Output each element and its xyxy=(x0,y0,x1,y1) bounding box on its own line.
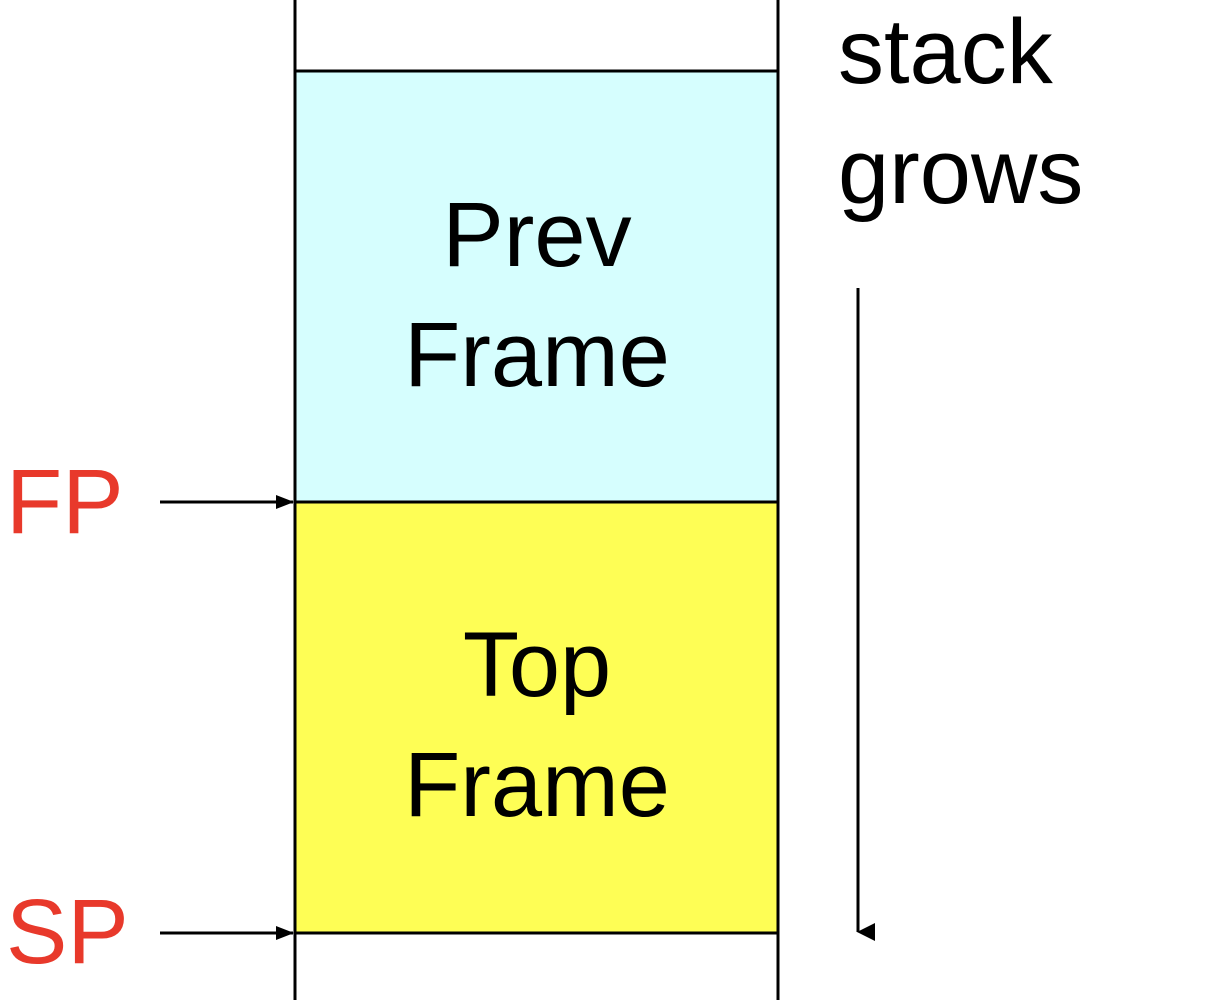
top-frame-label: Top Frame xyxy=(296,605,778,845)
top-frame-label-line1: Top xyxy=(462,614,612,716)
fp-label: FP xyxy=(6,451,124,553)
prev-frame-label: Prev Frame xyxy=(296,175,778,415)
stack-grows-label: stack grows xyxy=(838,0,1083,232)
top-frame-box xyxy=(293,500,780,935)
prev-frame-label-line2: Frame xyxy=(404,304,670,406)
prev-frame-box xyxy=(293,69,780,504)
stack-grows-line1: stack xyxy=(838,1,1053,103)
stack-grows-line2: grows xyxy=(838,121,1084,223)
top-frame-label-line2: Frame xyxy=(404,734,670,836)
sp-label: SP xyxy=(6,881,129,983)
prev-frame-label-line1: Prev xyxy=(442,184,632,286)
